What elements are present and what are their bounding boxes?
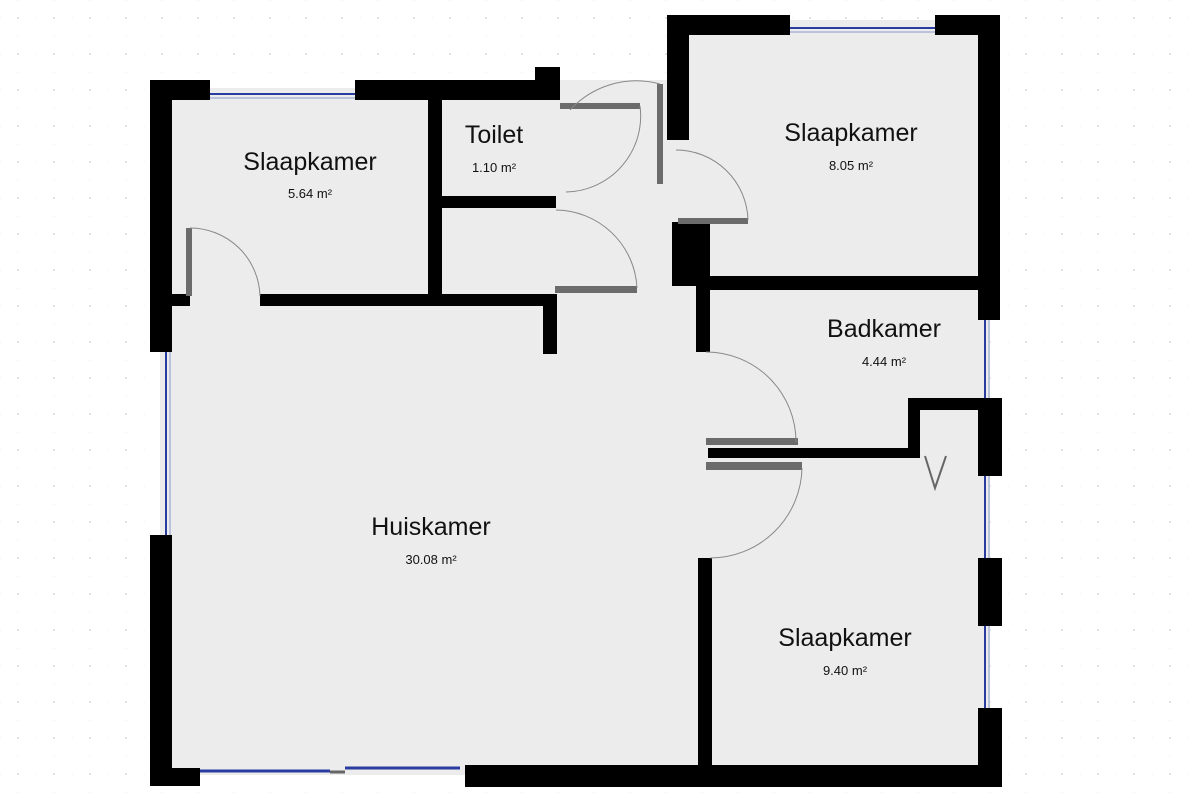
room-toilet: Toilet 1.10 m² <box>465 121 523 175</box>
room-slaapkamer-3: Slaapkamer 9.40 m² <box>778 624 911 678</box>
room-name: Slaapkamer <box>784 119 917 147</box>
room-area: 1.10 m² <box>472 160 517 175</box>
room-slaapkamer-1: Slaapkamer 5.64 m² <box>243 148 376 201</box>
room-area: 8.05 m² <box>829 158 874 173</box>
room-name: Huiskamer <box>371 513 490 541</box>
room-area: 4.44 m² <box>862 354 907 369</box>
doors <box>186 80 947 559</box>
room-area: 9.40 m² <box>823 663 868 678</box>
room-huiskamer: Huiskamer 30.08 m² <box>371 513 490 567</box>
room-slaapkamer-2: Slaapkamer 8.05 m² <box>784 119 917 173</box>
room-name: Toilet <box>465 121 523 149</box>
room-badkamer: Badkamer 4.44 m² <box>827 315 941 369</box>
walls <box>150 15 1002 787</box>
room-name: Badkamer <box>827 315 941 343</box>
room-labels: Slaapkamer 5.64 m² Toilet 1.10 m² Slaapk… <box>243 119 941 678</box>
room-name: Slaapkamer <box>778 624 911 652</box>
room-area: 30.08 m² <box>405 552 457 567</box>
floor <box>160 20 1000 775</box>
windows <box>165 27 990 774</box>
room-area: 5.64 m² <box>288 186 333 201</box>
room-name: Slaapkamer <box>243 148 376 176</box>
